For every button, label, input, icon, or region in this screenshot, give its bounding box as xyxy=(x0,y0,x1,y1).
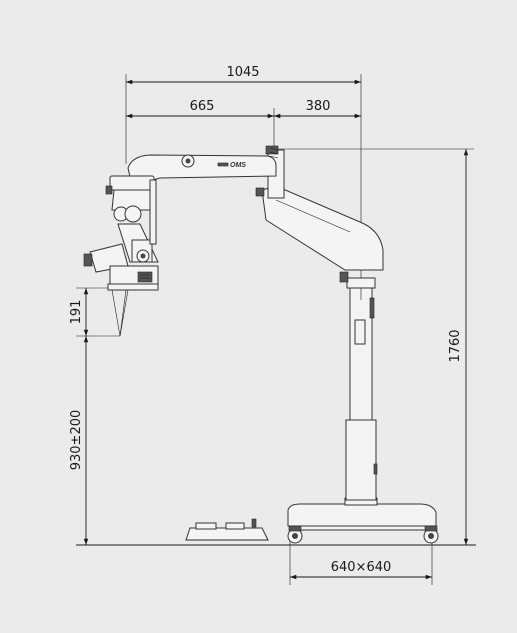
microscope-head xyxy=(83,175,159,337)
dim-label-930: 930±200 xyxy=(69,410,84,471)
dimension-lines xyxy=(76,74,476,585)
brand-logo: OMS xyxy=(230,162,246,169)
dim-label-191: 191 xyxy=(69,300,84,325)
stand-base xyxy=(287,497,439,544)
upper-arm: OMS xyxy=(127,147,279,187)
dim-label-665: 665 xyxy=(190,99,215,114)
stand-column xyxy=(339,271,378,501)
foot-switch xyxy=(185,518,269,541)
dim-label-1760: 1760 xyxy=(448,329,463,362)
dim-label-1045: 1045 xyxy=(226,65,259,80)
dim-label-640: 640×640 xyxy=(331,560,392,575)
dim-label-380: 380 xyxy=(306,99,331,114)
